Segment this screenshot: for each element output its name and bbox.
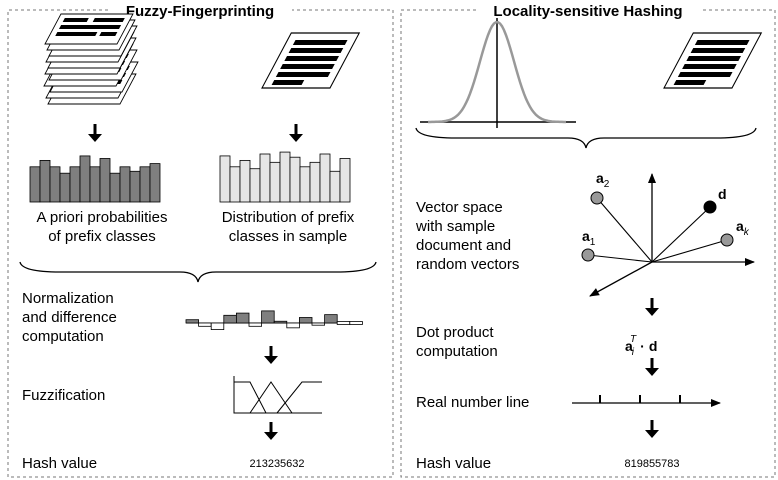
difference-bar	[298, 317, 313, 324]
histogram-bar	[229, 166, 241, 203]
histogram-bar	[119, 166, 131, 203]
histogram-bar	[59, 172, 71, 203]
vector-label-line1: Vector space	[416, 199, 503, 216]
gaussian-curve-icon	[420, 18, 576, 128]
norm-label-line3: computation	[22, 328, 104, 345]
number-line-icon	[572, 395, 721, 407]
vector-a1-point	[581, 248, 595, 262]
histogram-bar	[299, 166, 311, 203]
dot-label-line2: computation	[416, 343, 498, 360]
histogram-bar	[139, 166, 151, 203]
dist-label-line1: Distribution of prefix	[222, 209, 355, 226]
difference-bar	[235, 312, 250, 324]
histogram-bar	[49, 166, 61, 203]
histogram-bar	[29, 166, 41, 203]
left-hash-value: 213235632	[249, 458, 304, 470]
dot-label-line1: Dot product	[416, 324, 494, 341]
norm-label-line1: Normalization	[22, 290, 114, 307]
vector-label-line2: with sample	[415, 218, 495, 235]
difference-bar	[324, 314, 338, 324]
arrow-head-icon	[289, 134, 303, 142]
difference-histogram	[185, 310, 363, 330]
histogram-bar	[79, 155, 91, 203]
right-panel-border	[400, 9, 776, 478]
vector-ak-label: ak	[736, 218, 750, 238]
z-axis	[589, 261, 653, 297]
difference-bar	[311, 322, 326, 326]
difference-bar	[261, 310, 275, 324]
vector-label-line4: random vectors	[416, 256, 519, 273]
vector-ak-point	[720, 233, 734, 247]
histogram-bar	[239, 159, 251, 203]
fuzzy-membership-icon	[233, 376, 322, 414]
difference-bar	[198, 322, 212, 327]
left-hash-label: Hash value	[22, 455, 97, 472]
dist-label-line2: classes in sample	[229, 228, 347, 245]
document-vector-point	[703, 200, 717, 214]
vector-label-line3: document and	[416, 237, 511, 254]
document-stack-icon	[43, 13, 139, 105]
difference-bar	[185, 319, 200, 324]
histogram-bar	[249, 168, 261, 203]
difference-bar	[248, 322, 263, 327]
histogram-bar	[89, 166, 101, 203]
right-hash-label: Hash value	[416, 455, 491, 472]
histogram-bar	[259, 153, 271, 203]
vector-space-diagram: a2 d a1 ak	[581, 170, 755, 297]
vector-d-label: d	[718, 186, 727, 202]
vector-a2-point	[590, 191, 604, 205]
histogram-bar	[289, 156, 301, 203]
difference-bar	[273, 320, 288, 324]
left-panel-title: Fuzzy-Fingerprinting	[126, 3, 274, 20]
arrow-head-icon	[88, 134, 102, 142]
histogram-bar	[319, 153, 331, 203]
merge-brace	[19, 261, 377, 283]
histogram-bar	[99, 158, 111, 203]
difference-bar	[349, 321, 363, 325]
histogram-bar	[109, 172, 121, 203]
difference-bar	[210, 322, 225, 330]
prior-label-line1: A priori probabilities	[37, 209, 168, 226]
histogram-bar	[39, 159, 51, 203]
histogram-bar	[329, 170, 341, 203]
arrow-head-icon	[264, 432, 278, 440]
distribution-histogram	[219, 151, 351, 203]
document-icon	[663, 32, 763, 89]
difference-bar	[336, 321, 351, 325]
vector-a1-label: a1	[582, 228, 596, 248]
norm-label-line2: and difference	[22, 309, 117, 326]
left-panel: Fuzzy-Fingerprinting A priori probabilit…	[7, 3, 394, 478]
prior-label-line2: of prefix classes	[48, 228, 156, 245]
right-panel-title: Locality-sensitive Hashing	[493, 3, 682, 20]
histogram-bar	[69, 166, 81, 203]
histogram-bar	[149, 163, 161, 203]
dot-product-formula: aiT·d	[625, 334, 657, 358]
histogram-bar	[129, 170, 141, 203]
document-icon	[261, 32, 361, 89]
right-panel: Locality-sensitive Hashing Vector space …	[400, 3, 776, 478]
arrow-head-icon	[645, 430, 659, 438]
histogram-bar	[269, 161, 281, 203]
histogram-bar	[279, 151, 291, 203]
stacked-page	[44, 13, 134, 45]
merge-brace	[415, 127, 757, 149]
arrow-head-icon	[264, 356, 278, 364]
prior-histogram	[29, 155, 161, 203]
vector-a2-label: a2	[596, 170, 610, 190]
histogram-bar	[339, 158, 351, 203]
difference-bar	[223, 314, 237, 324]
arrow-head-icon	[645, 308, 659, 316]
left-panel-border	[7, 9, 394, 478]
fuzz-label: Fuzzification	[22, 387, 105, 404]
real-line-label: Real number line	[416, 394, 529, 411]
difference-bar	[286, 322, 300, 329]
right-hash-value: 819855783	[624, 458, 679, 470]
arrow-head-icon	[645, 368, 659, 376]
histogram-bar	[219, 155, 231, 203]
histogram-bar	[309, 161, 321, 203]
